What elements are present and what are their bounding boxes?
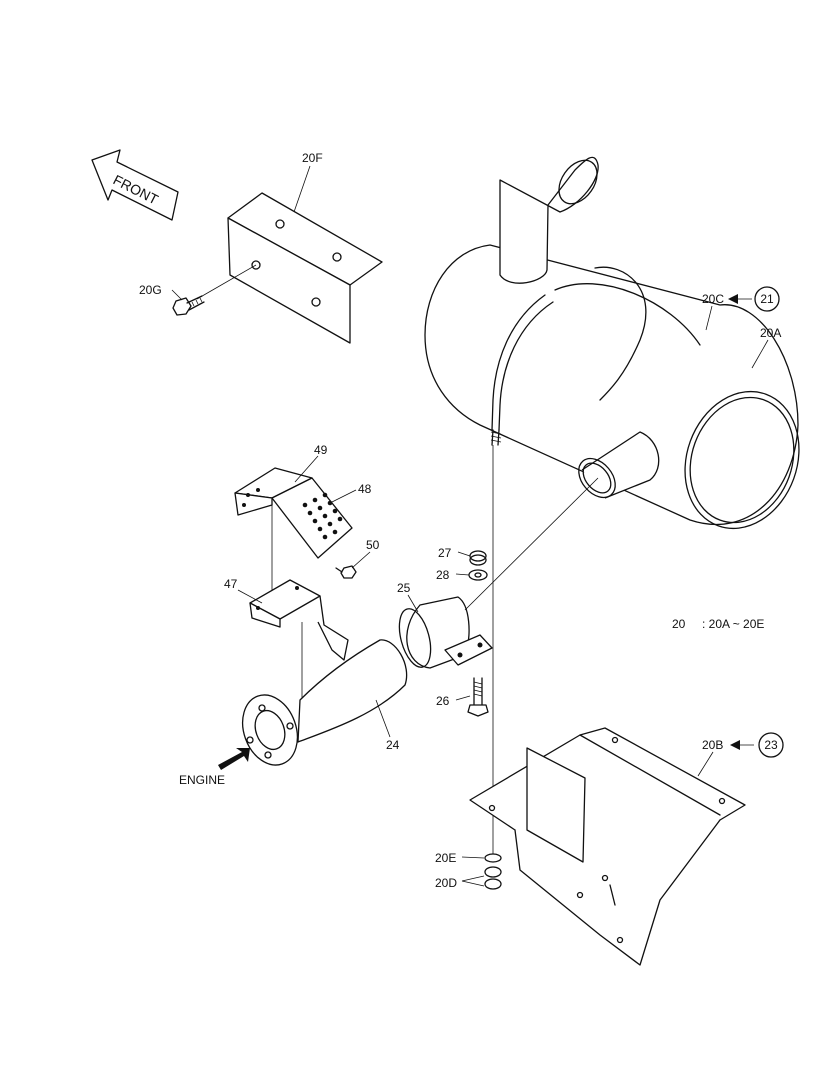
ref-23: 23 <box>764 738 778 752</box>
ref-circle-23 <box>758 732 784 758</box>
label-50: 50 <box>366 538 380 552</box>
part-20B-stand <box>469 727 746 966</box>
ref-arrow-20B <box>730 740 754 750</box>
part-20A-muffler <box>424 156 800 530</box>
label-26: 26 <box>436 694 450 708</box>
label-20B: 20B <box>702 738 723 752</box>
front-arrow: FRONT <box>91 149 179 221</box>
label-20C: 20C <box>702 292 724 306</box>
label-20E: 20E <box>435 851 456 865</box>
label-20F: 20F <box>302 151 323 165</box>
part-28-washer <box>468 569 488 581</box>
label-20G: 20G <box>139 283 162 297</box>
ref-circle-21 <box>754 286 780 312</box>
label-20A: 20A <box>760 326 781 340</box>
part-27-nut <box>469 550 487 566</box>
ref-arrow-20C <box>728 294 752 304</box>
part-47-bracket <box>249 579 349 715</box>
part-20G-bolt <box>172 264 257 316</box>
label-28: 28 <box>436 568 450 582</box>
part-24-pipe <box>241 639 408 766</box>
label-27: 27 <box>438 546 452 560</box>
label-49: 49 <box>314 443 328 457</box>
part-26-bolt <box>467 677 489 717</box>
part-20F-plate <box>227 192 383 344</box>
label-48: 48 <box>358 482 372 496</box>
part-50-bolt <box>335 565 357 579</box>
part-20E-washer <box>484 853 502 863</box>
engine-arrow <box>218 748 250 770</box>
label-47: 47 <box>224 577 238 591</box>
part-25-clamp <box>398 477 599 669</box>
ref-21: 21 <box>760 292 774 306</box>
engine-label: ENGINE <box>179 773 225 787</box>
shield-holes <box>242 488 343 540</box>
legend-range: : 20A ~ 20E <box>702 617 764 631</box>
part-48-49-shield <box>234 467 353 590</box>
label-20D: 20D <box>435 876 457 890</box>
part-20D-nuts <box>484 866 502 890</box>
leader-lines <box>171 165 769 887</box>
label-25: 25 <box>397 581 411 595</box>
label-24: 24 <box>386 738 400 752</box>
legend-group: 20 <box>672 617 686 631</box>
